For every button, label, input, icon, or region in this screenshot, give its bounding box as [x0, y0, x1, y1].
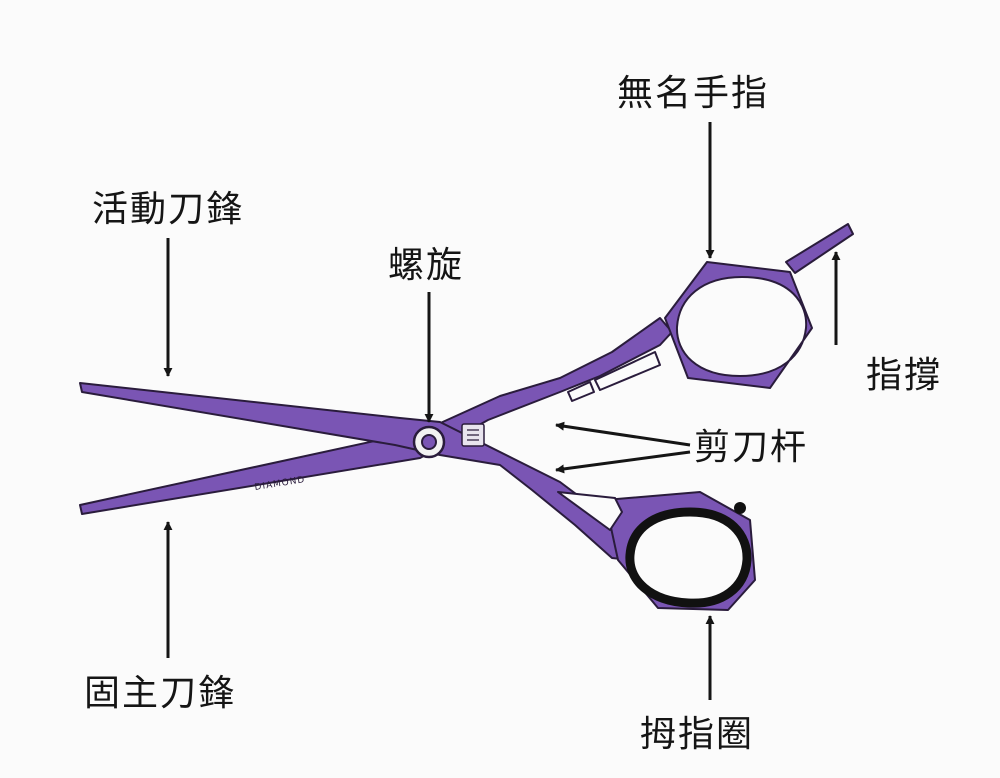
moving-blade	[79, 382, 633, 561]
label-shanks: 剪刀杆	[694, 427, 809, 468]
thumb-ring-insert	[625, 507, 752, 608]
lower-shank-slot	[557, 491, 623, 531]
thumb-ring-knob	[734, 502, 746, 514]
pivot-screw-inner	[421, 434, 437, 450]
upper-shank-slot-small	[567, 381, 595, 402]
finger-rest-tang	[785, 223, 854, 274]
ring-finger-handle	[664, 261, 813, 389]
scissors-illustration	[79, 223, 854, 611]
label-pivot-screw: 螺旋	[388, 245, 465, 286]
label-finger-rest: 指撐	[866, 355, 943, 396]
brand-plate-mark	[467, 429, 479, 441]
label-moving-blade: 活動刀鋒	[92, 189, 245, 230]
label-fixed-blade: 固主刀鋒	[84, 673, 237, 714]
upper-shank-slot	[594, 351, 661, 391]
leader-arrows	[163, 122, 841, 700]
label-thumb-ring: 拇指圈	[640, 714, 755, 755]
arrow-shank-lower	[555, 450, 691, 474]
arrow-shank-upper	[555, 421, 691, 447]
label-ring-finger: 無名手指	[617, 73, 770, 114]
